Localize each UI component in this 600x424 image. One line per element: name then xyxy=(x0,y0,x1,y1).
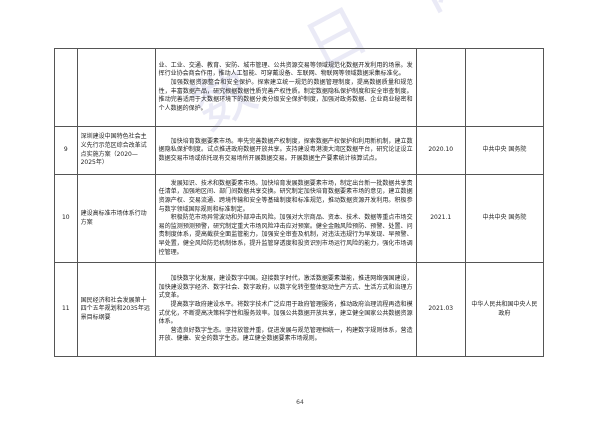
policy-content: 加快数字化发展，建设数字中国。迎接数字时代，激活数据要素潜能，推进网络强国建设，… xyxy=(154,262,417,357)
policy-table: 业、工业、交通、教育、安防、城市管理、公共资源交易等领域规范化数据开发利用的场景… xyxy=(54,48,545,357)
content-paragraph: 发展知识、技术和数据要素市场。加快培育发展数据要素市场，制定出台新一批数据共享责… xyxy=(158,179,413,213)
policy-content: 加快培育数据要素市场。率先完善数据产权制度，探索数据产权保护和利用新机制，建立数… xyxy=(154,126,417,175)
issue-date xyxy=(415,48,466,127)
issuing-authority: 中华人民共和国中央人民政府 xyxy=(464,262,545,357)
row-number: 9 xyxy=(54,126,78,175)
policy-name: 国民经济和社会发展第十四个五年规划和2035年远景目标纲要 xyxy=(76,262,156,357)
policy-name xyxy=(76,48,156,127)
content-paragraph: 加强数据资源整合和安全保护。探索建立统一规范的数据管理制度，提高数据质量和规范性… xyxy=(158,78,413,112)
policy-name: 深圳建设中国特色社会主义先行示范区综合改革试点实施方案（2020—2025年） xyxy=(76,126,156,175)
row-number: 10 xyxy=(54,174,78,263)
issue-date: 2020.10 xyxy=(415,126,466,175)
issue-date: 2021.1 xyxy=(415,174,466,263)
table-row: 11 国民经济和社会发展第十四个五年规划和2035年远景目标纲要 加快数字化发展… xyxy=(54,262,545,357)
content-paragraph: 积极防范市场异常波动和外部冲击风险。加强对大宗商品、资本、技术、数据等重点市场交… xyxy=(158,214,413,256)
page-number: 64 xyxy=(296,399,304,406)
content-paragraph: 加快数字化发展，建设数字中国。迎接数字时代，激活数据要素潜能，推进网络强国建设，… xyxy=(158,275,413,300)
issuing-authority: 中共中央 国务院 xyxy=(464,174,545,263)
issuing-authority xyxy=(464,48,545,127)
policy-content: 发展知识、技术和数据要素市场。加快培育发展数据要素市场，制定出台新一批数据共享责… xyxy=(154,174,417,263)
policy-name: 建设高标准市场体系行动方案 xyxy=(76,174,156,263)
issue-date: 2021.03 xyxy=(415,262,466,357)
issuing-authority: 中共中央 国务院 xyxy=(464,126,545,175)
content-paragraph: 提高数字政府建设水平。将数字技术广泛应用于政府管理服务，推动政府治理流程再造和模… xyxy=(158,300,413,326)
table-row: 10 建设高标准市场体系行动方案 发展知识、技术和数据要素市场。加快培育发展数据… xyxy=(54,174,545,263)
policy-content: 业、工业、交通、教育、安防、城市管理、公共资源交易等领域规范化数据开发利用的场景… xyxy=(154,48,417,127)
content-paragraph: 营造良好数字生态。坚持放管并重，促进发展与规范管理相统一，构建数字规则体系，营造… xyxy=(158,326,413,343)
row-number: 11 xyxy=(54,262,78,357)
row-number xyxy=(54,48,78,127)
content-paragraph: 业、工业、交通、教育、安防、城市管理、公共资源交易等领域规范化数据开发利用的场景… xyxy=(158,61,413,78)
table-row: 9 深圳建设中国特色社会主义先行示范区综合改革试点实施方案（2020—2025年… xyxy=(54,126,545,175)
table-row: 业、工业、交通、教育、安防、城市管理、公共资源交易等领域规范化数据开发利用的场景… xyxy=(54,48,545,127)
content-paragraph: 加快培育数据要素市场。率先完善数据产权制度，探索数据产权保护和利用新机制，建立数… xyxy=(158,137,413,162)
